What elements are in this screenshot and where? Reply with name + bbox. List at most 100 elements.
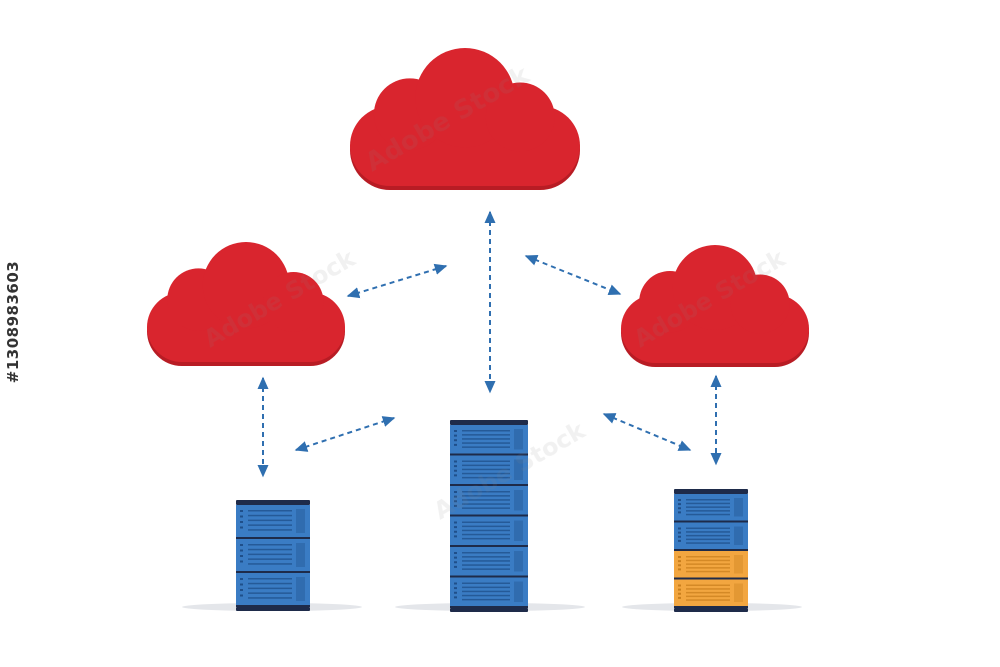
server-vent-line bbox=[462, 560, 510, 562]
server-top-cap bbox=[236, 500, 310, 505]
server-divider bbox=[450, 514, 528, 517]
server-led bbox=[678, 560, 681, 563]
server-vent-line bbox=[686, 559, 730, 562]
server-led bbox=[678, 527, 681, 530]
server-bottom-cap bbox=[450, 608, 528, 612]
server-vent-line bbox=[462, 464, 510, 467]
server-led bbox=[240, 521, 243, 523]
server-unit bbox=[450, 455, 528, 484]
server-vent-line bbox=[686, 510, 730, 512]
server-vent-line bbox=[462, 495, 510, 497]
server-led bbox=[678, 503, 681, 506]
server-vent-line bbox=[248, 553, 292, 556]
server-vent-line bbox=[462, 525, 510, 528]
server-divider bbox=[674, 520, 748, 523]
server-led bbox=[454, 552, 457, 554]
server-led bbox=[454, 500, 457, 503]
server-side-panel bbox=[514, 429, 523, 450]
server-unit bbox=[236, 573, 310, 605]
server-vent-line bbox=[462, 430, 510, 432]
server-vent-line bbox=[462, 586, 510, 589]
server-vent-line bbox=[248, 592, 292, 594]
server-led bbox=[678, 596, 681, 599]
server-vent-line bbox=[686, 570, 730, 573]
server-divider bbox=[450, 606, 528, 608]
server-vent-line bbox=[686, 513, 730, 516]
server-vent-line bbox=[462, 582, 510, 584]
server-unit bbox=[674, 522, 748, 549]
server-vent-line bbox=[462, 503, 510, 505]
server-vent-line bbox=[248, 582, 292, 585]
server-vent-line bbox=[248, 514, 292, 517]
server-led bbox=[240, 594, 243, 597]
server-divider bbox=[450, 453, 528, 456]
server-vent-line bbox=[686, 556, 730, 558]
server-unit bbox=[674, 494, 748, 521]
server-led bbox=[454, 474, 457, 477]
server-led bbox=[454, 565, 457, 568]
server-divider bbox=[450, 545, 528, 547]
server-side-panel bbox=[514, 551, 523, 572]
server-divider bbox=[236, 537, 310, 539]
server-vent-line bbox=[686, 599, 730, 601]
server-side-panel bbox=[734, 583, 743, 602]
arrow-left-server-to-center bbox=[294, 416, 396, 452]
server-unit bbox=[450, 425, 528, 454]
server-led bbox=[454, 469, 457, 472]
server-side-panel bbox=[514, 490, 523, 511]
server-divider bbox=[236, 571, 310, 573]
connection-arrows bbox=[257, 210, 722, 478]
server-vent-line bbox=[462, 568, 510, 570]
server-led bbox=[454, 596, 457, 599]
server-vent-line bbox=[462, 442, 510, 444]
server-vent-line bbox=[462, 476, 510, 479]
server-led bbox=[678, 539, 681, 542]
cloud-part bbox=[263, 272, 324, 332]
server-led bbox=[678, 588, 681, 591]
server-vent-line bbox=[686, 499, 730, 501]
server-vent-line bbox=[248, 563, 292, 565]
server-led bbox=[678, 564, 681, 567]
server-led bbox=[454, 495, 457, 498]
server-vent-line bbox=[462, 499, 510, 501]
server-vent-line bbox=[248, 510, 292, 512]
server-vent-line bbox=[462, 598, 510, 601]
server-vent-line bbox=[686, 584, 730, 586]
server-led bbox=[240, 510, 243, 512]
server-side-panel bbox=[514, 581, 523, 602]
server-led bbox=[678, 499, 681, 501]
server-led bbox=[240, 583, 243, 586]
server-led bbox=[240, 549, 243, 552]
server-unit bbox=[450, 547, 528, 576]
server-led bbox=[240, 526, 243, 529]
server-led bbox=[454, 556, 457, 559]
server-vent-line bbox=[462, 507, 510, 509]
server-led bbox=[454, 439, 457, 442]
server-top-cap bbox=[450, 420, 528, 425]
server-led bbox=[454, 465, 457, 468]
server-led bbox=[454, 591, 457, 594]
server-vent-line bbox=[248, 587, 292, 590]
server-led bbox=[678, 535, 681, 538]
server-vent-line bbox=[462, 468, 510, 471]
server-unit bbox=[450, 486, 528, 515]
arrow-top-cloud-to-left-cloud bbox=[346, 263, 448, 299]
server-unit bbox=[450, 577, 528, 606]
server-led bbox=[454, 504, 457, 507]
server-led bbox=[454, 582, 457, 585]
server-vent-line bbox=[462, 446, 510, 448]
server-divider bbox=[450, 575, 528, 578]
cloud-part bbox=[485, 82, 555, 152]
server-vent-line bbox=[462, 556, 510, 558]
server-vent-line bbox=[462, 590, 510, 593]
server-led bbox=[678, 507, 681, 510]
server-led bbox=[240, 544, 243, 546]
server-vent-line bbox=[462, 438, 510, 440]
server-right-icon bbox=[674, 489, 748, 612]
server-side-panel bbox=[514, 459, 523, 480]
server-led bbox=[454, 460, 457, 463]
server-led bbox=[454, 526, 457, 529]
server-led bbox=[240, 578, 243, 580]
server-vent-line bbox=[462, 472, 510, 475]
